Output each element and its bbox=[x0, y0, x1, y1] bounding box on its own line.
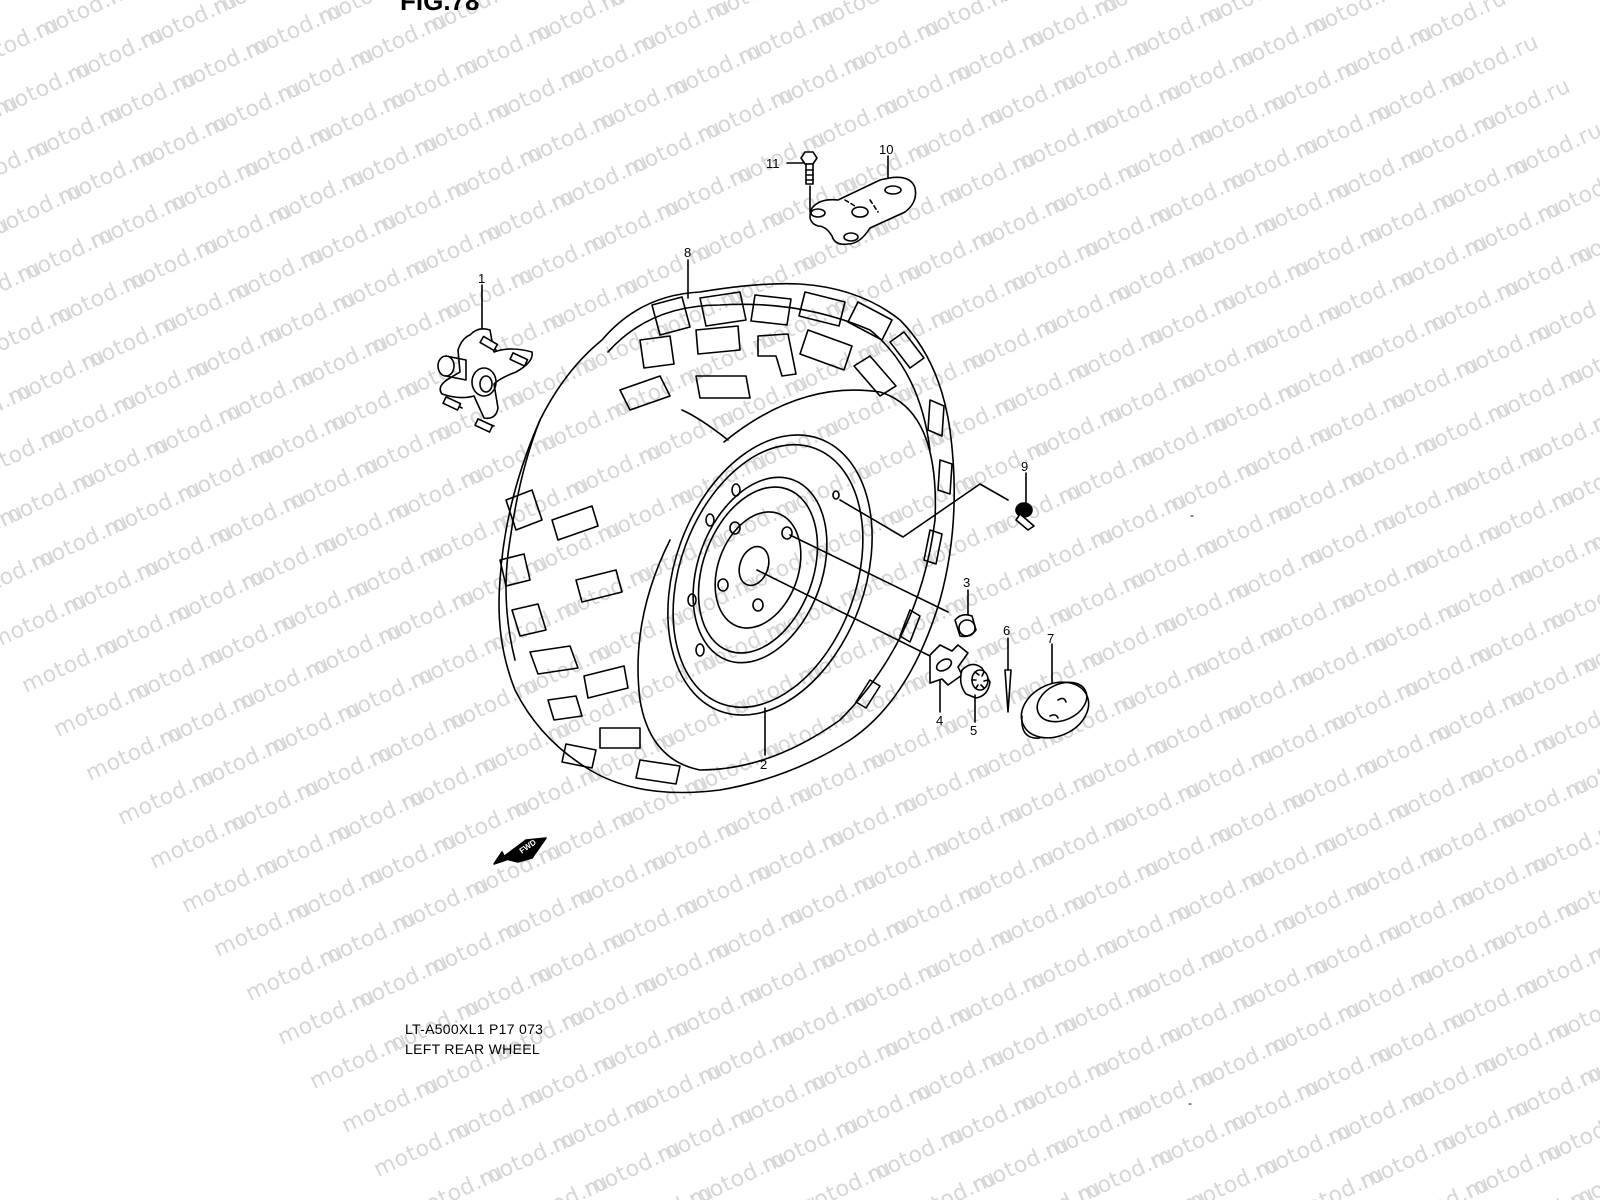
callout-2: 2 bbox=[760, 757, 768, 772]
callout-1: 1 bbox=[478, 271, 486, 286]
callout-7: 7 bbox=[1047, 631, 1055, 646]
rim-part-2 bbox=[667, 434, 873, 756]
nut-part-3 bbox=[954, 589, 977, 638]
fwd-arrow-marker bbox=[493, 837, 547, 865]
castle-nut-part-5 bbox=[959, 663, 991, 723]
model-code: LT-A500XL1 P17 073 bbox=[405, 1021, 544, 1037]
diagram-title: LEFT REAR WHEEL bbox=[405, 1041, 540, 1057]
callout-9: 9 bbox=[1021, 459, 1029, 474]
hub-part-1 bbox=[437, 284, 533, 433]
bracket-part-10 bbox=[809, 155, 917, 246]
callout-6: 6 bbox=[1003, 623, 1011, 638]
callout-4: 4 bbox=[936, 713, 944, 728]
callout-11: 11 bbox=[766, 156, 780, 171]
washer-part-4 bbox=[929, 644, 969, 713]
callout-5: 5 bbox=[970, 723, 978, 738]
tire-part-8 bbox=[498, 259, 956, 794]
callout-8: 8 bbox=[684, 245, 692, 260]
hubcap-part-7 bbox=[1020, 643, 1090, 739]
cotter-pin-part-6 bbox=[1004, 637, 1012, 713]
leader-lines bbox=[756, 483, 1009, 657]
callout-10: 10 bbox=[879, 142, 894, 157]
figure-title-cutoff: FIG.78 bbox=[400, 0, 480, 16]
valve-part-9 bbox=[1015, 472, 1035, 531]
stray-mark-bottom: - bbox=[1188, 1096, 1192, 1110]
bolt-part-11 bbox=[786, 151, 818, 213]
callout-3: 3 bbox=[963, 575, 971, 590]
stray-mark-right: - bbox=[1190, 508, 1194, 522]
